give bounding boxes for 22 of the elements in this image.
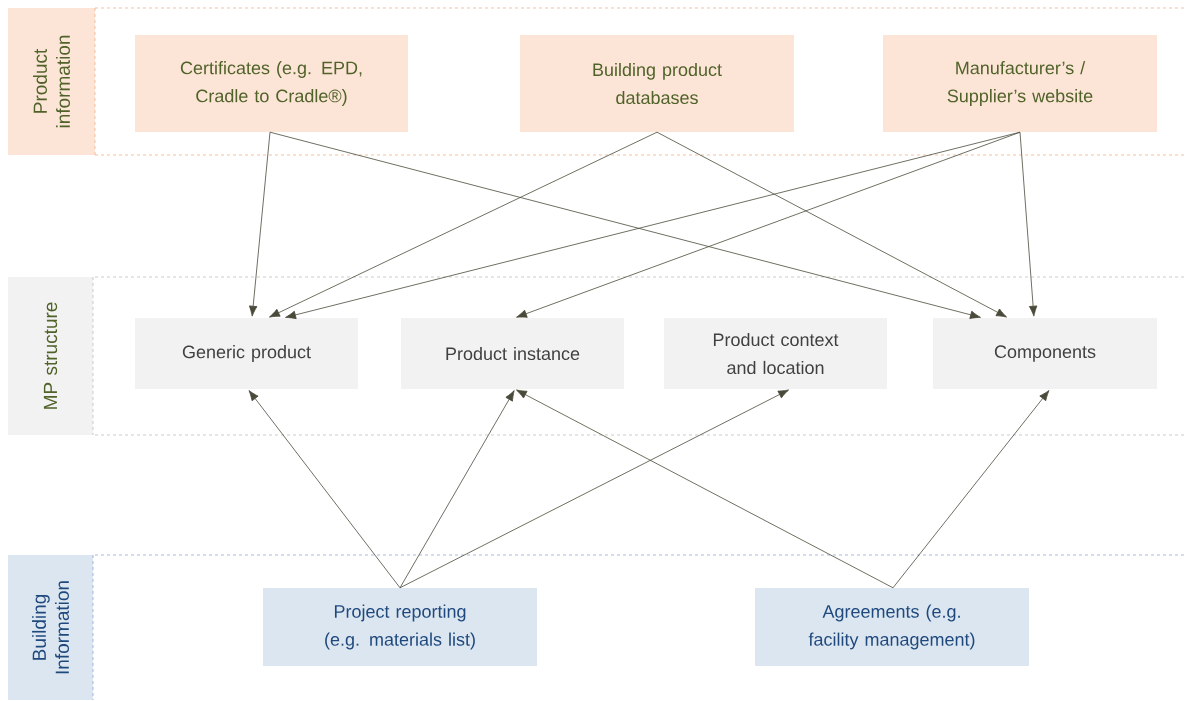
info-box: Manufacturer’s / Supplier’s website xyxy=(883,35,1157,132)
info-box: Product instance xyxy=(401,318,624,389)
info-box: Components xyxy=(933,318,1157,389)
band-label: Building Information xyxy=(8,555,93,700)
arrow xyxy=(399,389,789,589)
arrow xyxy=(892,390,1050,589)
info-box: Certificates (e.g. EPD, Cradle to Cradle®) xyxy=(135,35,408,132)
info-box: Building product databases xyxy=(520,35,794,132)
arrow xyxy=(1019,131,1038,317)
info-box: Project reporting (e.g. materials list) xyxy=(263,588,537,666)
arrow xyxy=(248,390,401,589)
info-box: Product context and location xyxy=(664,318,887,389)
arrow xyxy=(248,131,271,317)
arrow xyxy=(516,131,1021,318)
band-label: Product information xyxy=(8,8,95,155)
arrow xyxy=(516,389,894,589)
arrow xyxy=(399,390,515,589)
info-box: Generic product xyxy=(135,318,358,389)
arrow xyxy=(269,131,658,318)
arrow xyxy=(656,131,1007,318)
band-label: MP structure xyxy=(8,277,93,435)
info-box: Agreements (e.g. facility management) xyxy=(755,588,1029,666)
